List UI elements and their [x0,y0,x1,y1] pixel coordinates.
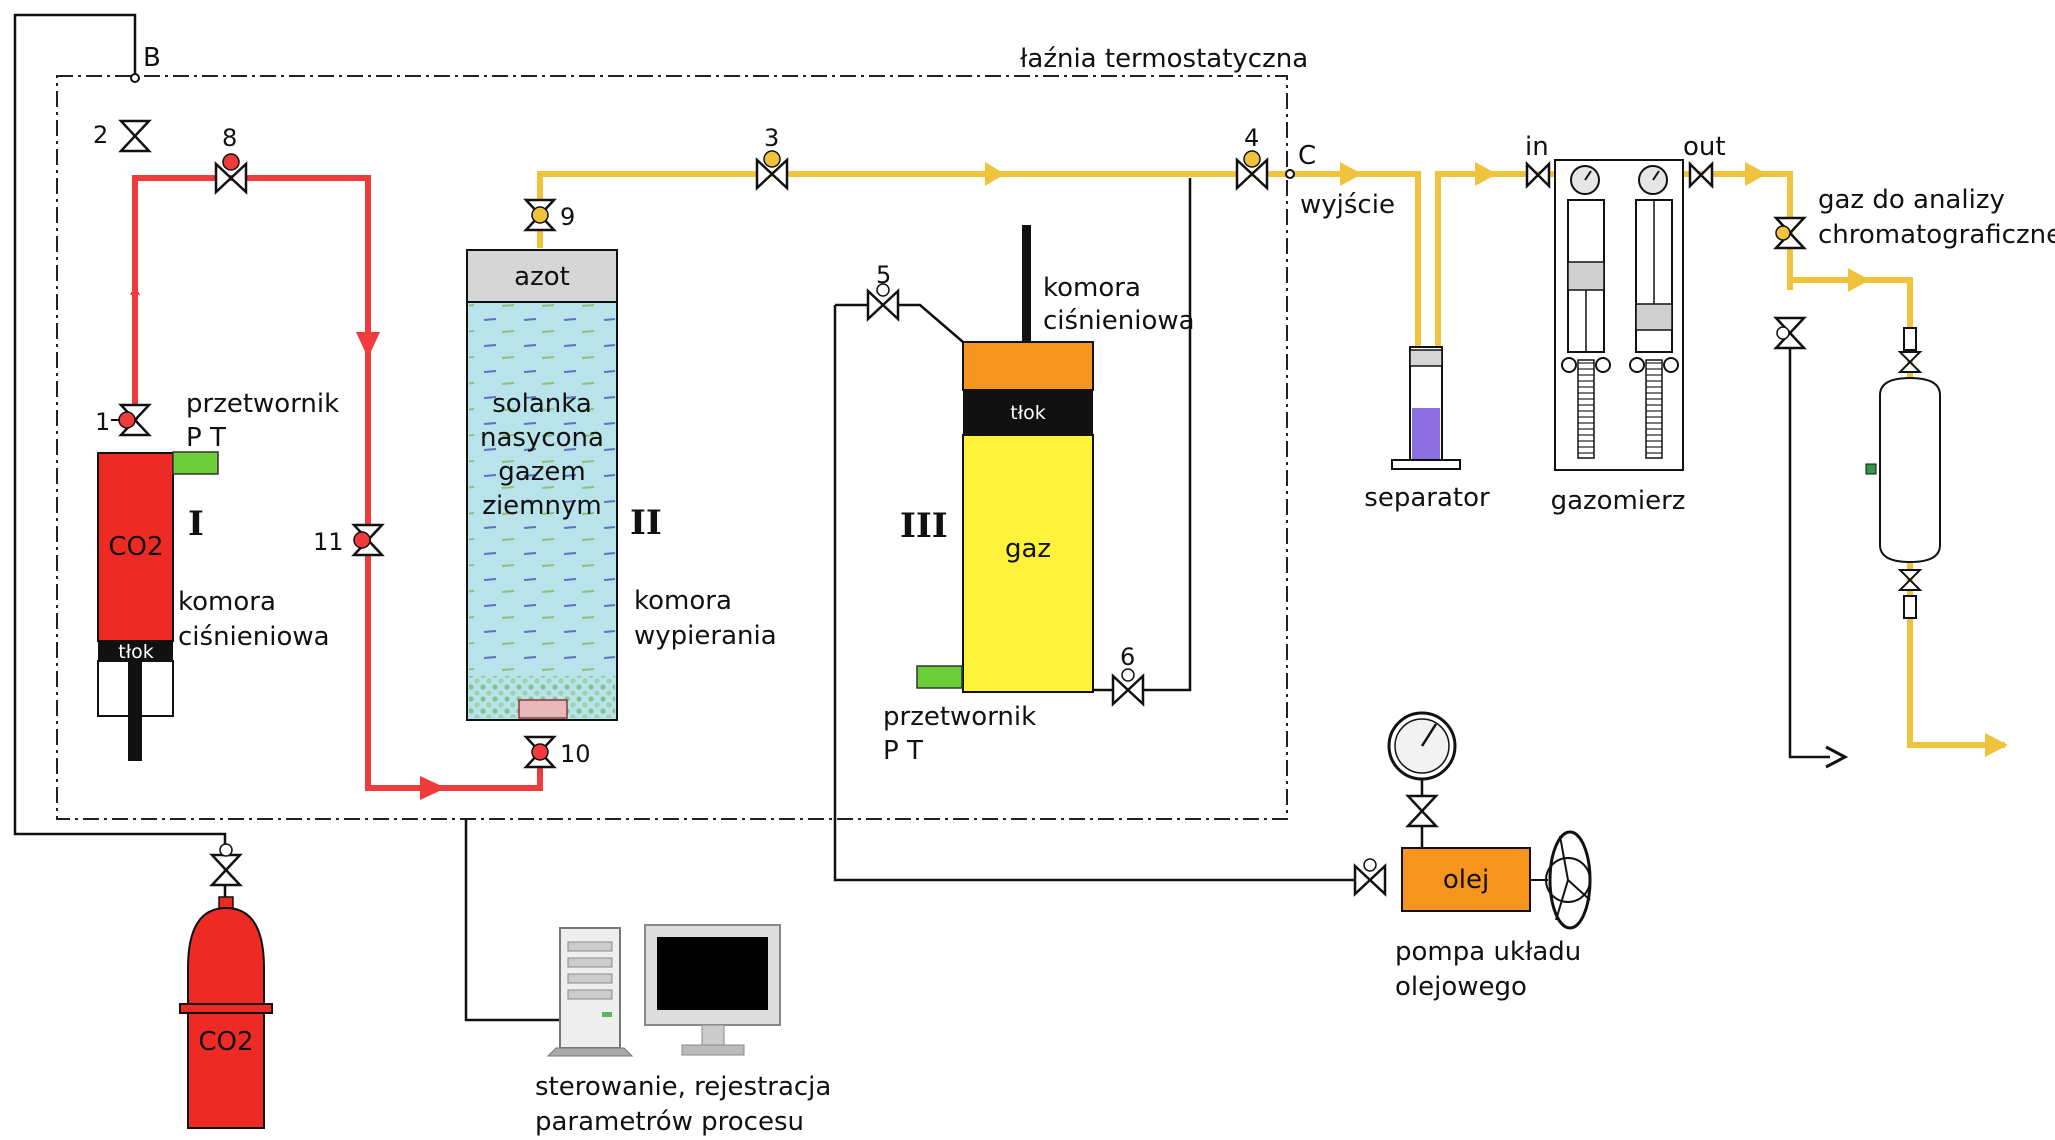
co2-cylinder [179,896,273,1129]
valve-chroma[interactable] [1773,216,1807,250]
brine-label-1: solanka [492,389,592,419]
chamber-1-label-2: ciśnieniowa [178,622,330,652]
oil-label: olej [1443,865,1489,895]
roman-3: III [900,506,948,546]
piston-3-label: tłok [1010,402,1045,424]
pump-label-2: olejowego [1395,972,1527,1002]
valve-10-label: 10 [560,740,591,768]
valve-pump-outlet[interactable] [1353,858,1387,897]
transducer-1-label-2: P T [186,423,226,453]
gas-arrow-1 [985,162,1005,186]
gas-label: gaz [1005,534,1051,564]
co2-arrow-right [420,776,446,800]
gas-pressure-chamber [962,225,1094,693]
gas-meter-label: gazomierz [1551,486,1686,516]
valve-5[interactable] [866,283,900,322]
point-c-label: C [1298,141,1316,171]
valve-5-label: 5 [876,261,891,289]
control-label-2: parametrów procesu [535,1107,804,1137]
valve-3[interactable] [755,150,789,191]
gas-arrow-4 [1745,162,1767,186]
point-b-node [130,73,140,83]
gas-meter-out-label: out [1683,132,1726,162]
valve-2[interactable] [118,119,152,153]
separator-label: separator [1364,483,1490,513]
gas-arrow-6 [1985,733,2008,757]
vent-arrow-head [1825,745,1849,769]
pressure-transducer-1 [172,451,219,475]
control-label-1: sterowanie, rejestracja [535,1072,831,1102]
separator [1391,346,1461,470]
valve-4[interactable] [1235,150,1269,191]
valve-8[interactable] [214,153,248,195]
valve-3-label: 3 [764,124,779,152]
chamber-1-label-1: komora [178,587,276,617]
sampling-vessel [1865,327,1941,619]
point-b-label: B [143,43,161,73]
co2-pressure-chamber [97,452,174,761]
gas-meter [1554,159,1684,471]
displacement-label-1: komora [634,586,732,616]
roman-2: II [630,503,662,543]
gas-line [537,171,2005,748]
pressure-transducer-3 [916,665,963,689]
valve-1[interactable] [111,403,152,437]
valve-2-label: 2 [93,121,108,149]
computer [546,924,781,1057]
valve-11[interactable] [351,523,385,557]
gas-arrow-2 [1340,162,1362,186]
valve-sampler-top[interactable] [1897,351,1923,373]
nitrogen-label: azot [514,262,570,292]
valve-meter-in[interactable] [1525,160,1551,190]
valve-6[interactable] [1111,668,1145,707]
piston-1-label: tłok [118,641,153,663]
valve-pump-gauge[interactable] [1405,794,1439,828]
brine-label-4: ziemnym [482,491,601,521]
valve-4-label: 4 [1244,124,1259,152]
valve-9[interactable] [523,198,557,232]
chamber-3-label-2: ciśnieniowa [1043,306,1195,336]
outlet-label: wyjście [1300,190,1395,220]
valve-meter-out[interactable] [1688,160,1714,190]
pump-label-1: pompa układu [1395,937,1581,967]
valve-8-label: 8 [222,124,237,152]
valve-co2-cylinder[interactable] [209,843,243,887]
brine-label-3: gazem [498,457,585,487]
gas-meter-in-label: in [1525,132,1549,162]
roman-1: I [188,504,204,544]
co2-cylinder-label: CO2 [198,1027,253,1057]
valve-10[interactable] [523,735,557,769]
thermostatic-bath-boundary [56,75,1288,820]
valve-vent[interactable] [1773,316,1807,350]
gas-arrow-5 [1848,268,1870,292]
chroma-label-1: gaz do analizy [1818,185,2005,215]
gas-arrow-3 [1475,162,1497,186]
point-c-node [1285,169,1295,179]
transducer-1-label-1: przetwornik [186,389,339,419]
valve-sampler-bottom[interactable] [1897,569,1923,591]
oil-pump [1387,711,1592,930]
transducer-3-label-1: przetwornik [883,702,1036,732]
co2-chamber-label: CO2 [108,532,163,562]
bath-label: łaźnia termostatyczna [1020,44,1308,74]
valve-9-label: 9 [560,203,575,231]
valve-11-label: 11 [313,528,344,556]
co2-arrow-down [356,332,380,358]
displacement-chamber [466,249,618,721]
transducer-3-label-2: P T [883,736,923,766]
brine-label-2: nasycona [480,423,604,453]
valve-6-label: 6 [1120,643,1135,671]
chroma-label-2: chromatograficznej [1818,220,2055,250]
co2-line [132,175,543,791]
chamber-3-label-1: komora [1043,273,1141,303]
valve-1-label: 1 [95,408,110,436]
displacement-label-2: wypierania [634,621,777,651]
